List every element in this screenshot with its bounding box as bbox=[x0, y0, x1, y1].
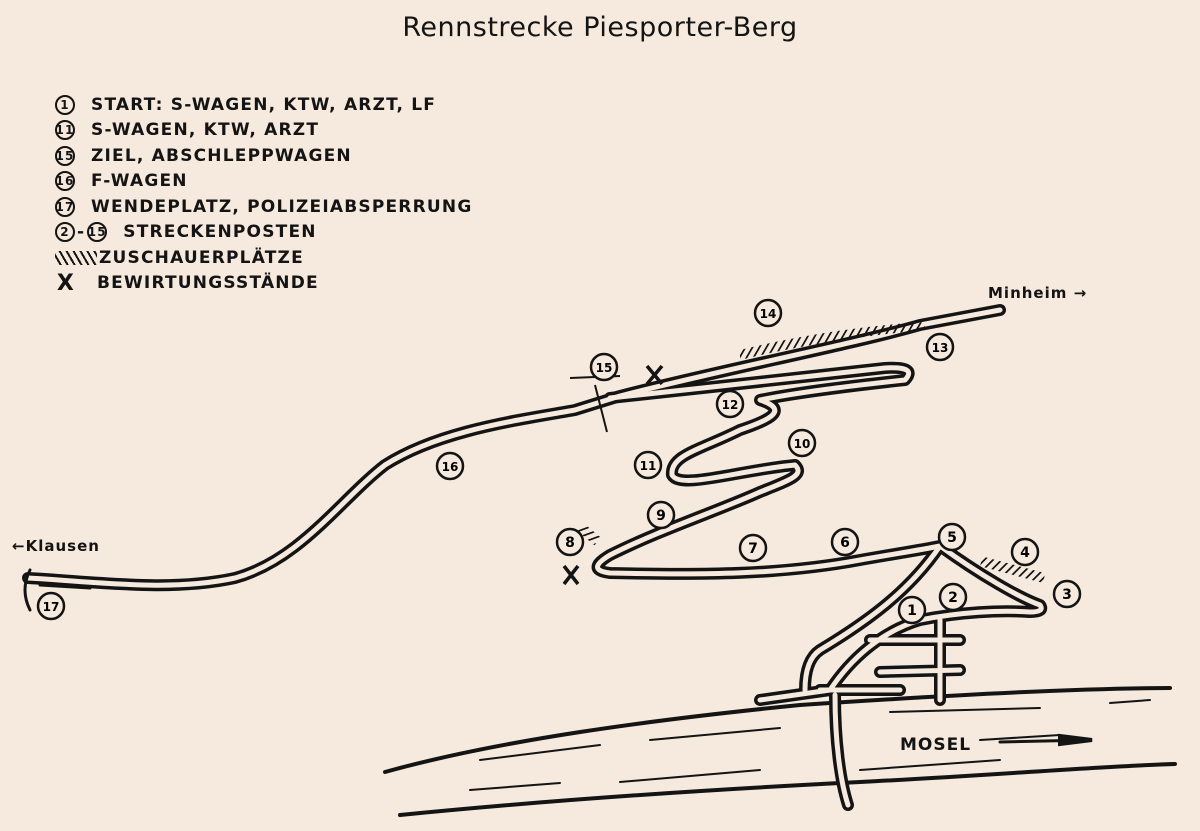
marker-icon: 1 bbox=[55, 94, 75, 115]
marker-number: 7 bbox=[748, 541, 758, 557]
marker-4: 4 bbox=[1010, 537, 1040, 567]
marker-circle bbox=[646, 500, 676, 530]
marker-12: 12 bbox=[715, 389, 745, 419]
marker-circle bbox=[633, 450, 663, 480]
marker-5: 5 bbox=[937, 522, 967, 552]
marker-6: 6 bbox=[830, 527, 860, 557]
marker-number: 12 bbox=[722, 398, 739, 412]
legend-fire-truck: 16 F-WAGEN bbox=[55, 169, 472, 195]
marker-number: 8 bbox=[565, 535, 575, 551]
marker-11: 11 bbox=[633, 450, 663, 480]
marker-number: 15 bbox=[596, 361, 613, 375]
marker-circle bbox=[937, 522, 967, 552]
marker-3: 3 bbox=[1052, 579, 1082, 609]
legend-text: S-WAGEN, KTW, ARZT bbox=[91, 120, 320, 141]
marker-number: 4 bbox=[1020, 545, 1030, 561]
marker-circle bbox=[555, 527, 585, 557]
marker-number: 14 bbox=[760, 307, 777, 321]
marker-8: 8 bbox=[555, 527, 585, 557]
spectator-areas bbox=[577, 322, 1046, 583]
marker-1: 1 bbox=[897, 595, 927, 625]
marker-icon: 2 bbox=[55, 222, 75, 243]
marker-number: 3 bbox=[1062, 587, 1072, 603]
legend-text: ZUSCHAUERPLÄTZE bbox=[99, 247, 304, 268]
legend-medical: 11 S-WAGEN, KTW, ARZT bbox=[55, 118, 472, 144]
marker-number: 9 bbox=[656, 508, 666, 524]
legend-text: STRECKENPOSTEN bbox=[123, 222, 317, 243]
x-icon: X bbox=[56, 270, 76, 296]
marker-circle bbox=[1010, 537, 1040, 567]
marker-13: 13 bbox=[925, 332, 955, 362]
catering-stand-icons bbox=[562, 364, 664, 586]
legend-text: ZIEL, ABSCHLEPPWAGEN bbox=[91, 145, 352, 166]
marker-number: 16 bbox=[442, 460, 459, 474]
marker-number: 5 bbox=[947, 530, 957, 546]
marker-number: 17 bbox=[43, 600, 60, 614]
marker-icon: 11 bbox=[55, 120, 75, 141]
marker-circle bbox=[787, 428, 817, 458]
marker-7: 7 bbox=[738, 533, 768, 563]
marker-icon: 17 bbox=[55, 196, 75, 217]
place-label: Minheim bbox=[988, 284, 1068, 302]
marker-circle bbox=[938, 582, 968, 612]
river-mosel bbox=[383, 686, 1177, 817]
legend-text: START: S-WAGEN, KTW, ARZT, LF bbox=[91, 94, 437, 115]
marker-icon: 15 bbox=[87, 222, 108, 243]
marker-10: 10 bbox=[787, 428, 817, 458]
marker-icon: 16 bbox=[55, 171, 75, 192]
legend-text: F-WAGEN bbox=[91, 171, 188, 192]
legend: 1 START: S-WAGEN, KTW, ARZT, LF 11 S-WAGEN… bbox=[55, 92, 472, 296]
marker-circle bbox=[830, 527, 860, 557]
marker-9: 9 bbox=[646, 500, 676, 530]
marker-icon: 15 bbox=[55, 145, 75, 166]
arrow-left-icon: ← bbox=[12, 537, 26, 555]
marker-15: 15 bbox=[589, 352, 619, 382]
marker-2: 2 bbox=[938, 582, 968, 612]
marker-number: 6 bbox=[840, 535, 850, 551]
legend-text: BEWIRTUNGSSTÄNDE bbox=[97, 273, 319, 294]
marker-circle bbox=[715, 389, 745, 419]
marker-17: 17 bbox=[36, 591, 66, 621]
marker-circle bbox=[925, 332, 955, 362]
marker-circle bbox=[589, 352, 619, 382]
marker-number: 2 bbox=[948, 590, 958, 606]
place-minheim: Minheim → bbox=[988, 284, 1087, 302]
marker-circle bbox=[738, 533, 768, 563]
legend-catering: X BEWIRTUNGSSTÄNDE bbox=[55, 271, 472, 297]
legend-spectators: ZUSCHAUERPLÄTZE bbox=[55, 245, 472, 271]
arrow-right-icon: → bbox=[1073, 284, 1088, 302]
river-label: MOSEL bbox=[900, 735, 972, 755]
legend-text: WENDEPLATZ, POLIZEIABSPERRUNG bbox=[91, 196, 473, 217]
legend-finish: 15 ZIEL, ABSCHLEPPWAGEN bbox=[55, 143, 472, 169]
marker-number: 11 bbox=[640, 459, 657, 473]
marker-number: 13 bbox=[932, 341, 949, 355]
map-title: Rennstrecke Piesporter-Berg bbox=[402, 12, 798, 43]
hatch-icon bbox=[55, 250, 97, 265]
marker-circle bbox=[36, 591, 66, 621]
place-klausen: ←Klausen bbox=[12, 537, 100, 555]
legend-start: 1 START: S-WAGEN, KTW, ARZT, LF bbox=[55, 92, 472, 118]
marker-number: 10 bbox=[794, 437, 811, 451]
marker-circle bbox=[1052, 579, 1082, 609]
marker-number: 1 bbox=[907, 603, 917, 619]
legend-turnaround: 17 WENDEPLATZ, POLIZEIABSPERRUNG bbox=[55, 194, 472, 220]
marker-circle bbox=[897, 595, 927, 625]
marker-14: 14 bbox=[753, 298, 783, 328]
marker-circle bbox=[753, 298, 783, 328]
race-track bbox=[22, 304, 1041, 811]
marker-16: 16 bbox=[435, 451, 465, 481]
place-label: Klausen bbox=[25, 537, 100, 555]
marker-circle bbox=[435, 451, 465, 481]
